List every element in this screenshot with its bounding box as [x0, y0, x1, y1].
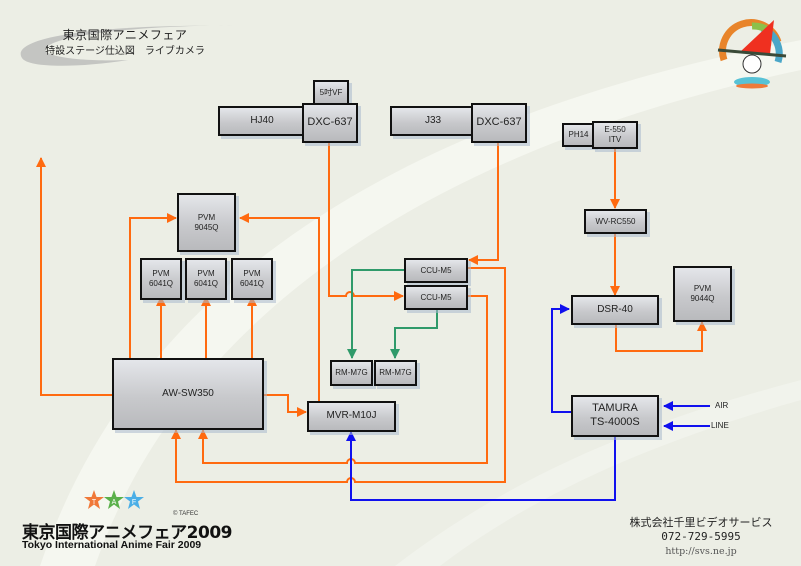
- wire-ccu2-rm2: [390, 307, 438, 359]
- taf-letter-f: F: [132, 499, 136, 506]
- device-ph14: PH14: [562, 123, 595, 147]
- title-swoosh: [20, 25, 233, 66]
- device-pvm9045q: PVM 9045Q: [177, 193, 236, 252]
- device-dxc637-1: DXC-637: [302, 103, 358, 143]
- wire-dxc1-ccu2: [328, 142, 404, 301]
- device-pvm6041q-3: PVM 6041Q: [231, 258, 273, 300]
- input-label-line: LINE: [711, 421, 729, 430]
- taf-letter-a: A: [112, 499, 117, 506]
- device-aw-sw350: AW-SW350: [112, 358, 264, 430]
- device-dsr-40: DSR-40: [571, 295, 659, 325]
- device-mvr-m10j: MVR-M10J: [307, 401, 396, 432]
- wire-tamura-mvr: [346, 431, 616, 501]
- company-url[interactable]: http://svs.ne.jp: [665, 546, 737, 557]
- company-name: 株式会社千里ビデオサービス: [629, 516, 773, 529]
- mascot-logo: [717, 19, 787, 89]
- wire-dxc2-ccu1: [468, 142, 499, 265]
- device-rm-m7g-1: RM-M7G: [330, 360, 373, 386]
- copyright-notice: © TAFEC: [173, 511, 199, 517]
- wire-mvr-pvm9045: [239, 213, 320, 402]
- page-title: 東京国際アニメフェア: [62, 28, 188, 42]
- page-subtitle: 特設ステージ仕込図 ライブカメラ: [45, 46, 205, 57]
- taf-logo-stars: T A F: [84, 490, 144, 509]
- device-e550-itv: E-550 ITV: [592, 121, 638, 149]
- device-pvm9044q: PVM 9044Q: [673, 266, 732, 322]
- device-hj40: HJ40: [218, 106, 306, 136]
- device-j33: J33: [390, 106, 476, 136]
- taf-letter-t: T: [92, 499, 97, 506]
- device-wv-rc550: WV-RC550: [584, 209, 647, 234]
- company-phone: 072-729-5995: [661, 530, 741, 543]
- input-label-air: AIR: [715, 401, 729, 410]
- wire-awsw-pvm9045: [129, 213, 177, 358]
- device-ccu-m5-2: CCU-M5: [404, 285, 468, 310]
- wire-awsw-out: [36, 157, 113, 396]
- device-tamura-ts4000s: TAMURA TS-4000S: [571, 395, 659, 437]
- device-pvm6041q-2: PVM 6041Q: [185, 258, 227, 300]
- event-name-japanese: 東京国際アニメフェア2009: [22, 523, 232, 543]
- wire-dsr-pvm9044: [615, 321, 707, 352]
- wire-ccu1-rm1: [347, 269, 405, 359]
- device-pvm6041q-1: PVM 6041Q: [140, 258, 182, 300]
- device-dxc637-2: DXC-637: [471, 103, 527, 143]
- device-ccu-m5-1: CCU-M5: [404, 258, 468, 283]
- wire-tamura-dsr: [551, 304, 571, 413]
- wire-awsw-mvr: [263, 394, 307, 417]
- device-rm-m7g-2: RM-M7G: [374, 360, 417, 386]
- event-name-english: Tokyo International Anime Fair 2009: [22, 539, 202, 551]
